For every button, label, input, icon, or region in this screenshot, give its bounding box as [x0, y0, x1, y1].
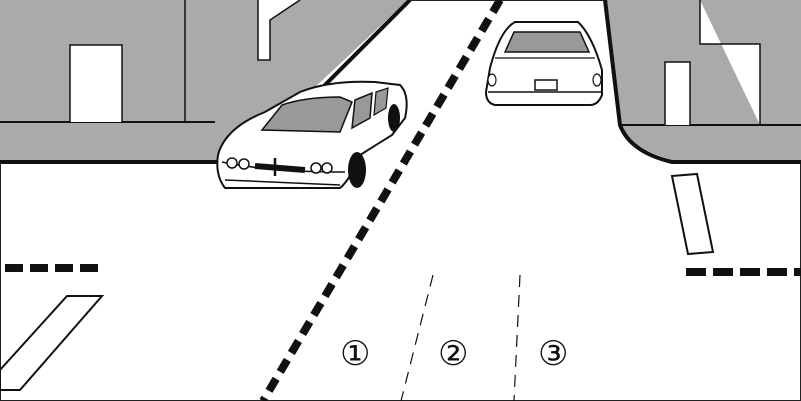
right-crosswalk-stripe [670, 172, 715, 256]
center-dashed-line [259, 0, 504, 401]
lane-label-1: ① [340, 334, 370, 374]
lane-label-2: ② [438, 334, 468, 374]
lane-divider-1 [400, 274, 434, 401]
lane-divider-2 [513, 274, 521, 401]
turning-car [216, 80, 408, 189]
lane-label-3: ③ [538, 334, 568, 374]
right-building [603, 0, 801, 164]
far-car [484, 21, 603, 106]
left-crosswalk-stripe [0, 295, 105, 391]
